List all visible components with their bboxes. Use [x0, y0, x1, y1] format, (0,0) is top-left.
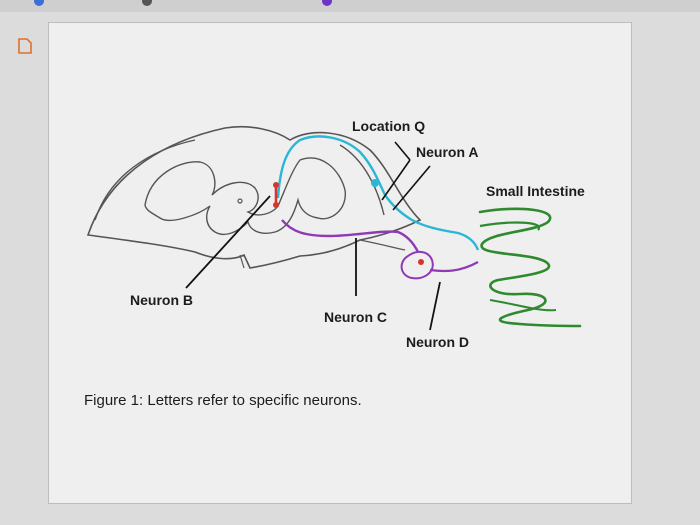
figure-paper: [48, 22, 632, 504]
grey-matter-outline: [144, 157, 346, 236]
neuron-c-path: [281, 219, 420, 253]
neuron-a-cell-body: [371, 179, 379, 187]
neuron-b-label: Neuron B: [130, 292, 193, 308]
synapse-dot: [418, 259, 424, 265]
pointer-neuron-a: [392, 165, 431, 211]
neuron-a-label: Neuron A: [416, 144, 479, 160]
neuron-d-label: Neuron D: [406, 334, 469, 350]
tab-icon: [322, 0, 332, 6]
figure-caption: Figure 1: Letters refer to specific neur…: [84, 392, 362, 409]
neuron-d-ganglion: [400, 250, 434, 280]
tab-icon: [142, 0, 152, 6]
neuron-c-label: Neuron C: [324, 309, 387, 325]
small-intestine-label: Small Intestine: [486, 183, 585, 199]
location-q-label: Location Q: [352, 118, 426, 134]
tab-icon: [34, 0, 44, 6]
pointer-neuron-d: [429, 281, 441, 331]
spinal-cord-outline: [86, 125, 422, 269]
browser-tab-strip: [0, 0, 700, 12]
pointer-neuron-b: [185, 195, 271, 289]
bookmark-icon[interactable]: [18, 38, 32, 54]
pointer-location-q: [394, 141, 411, 161]
